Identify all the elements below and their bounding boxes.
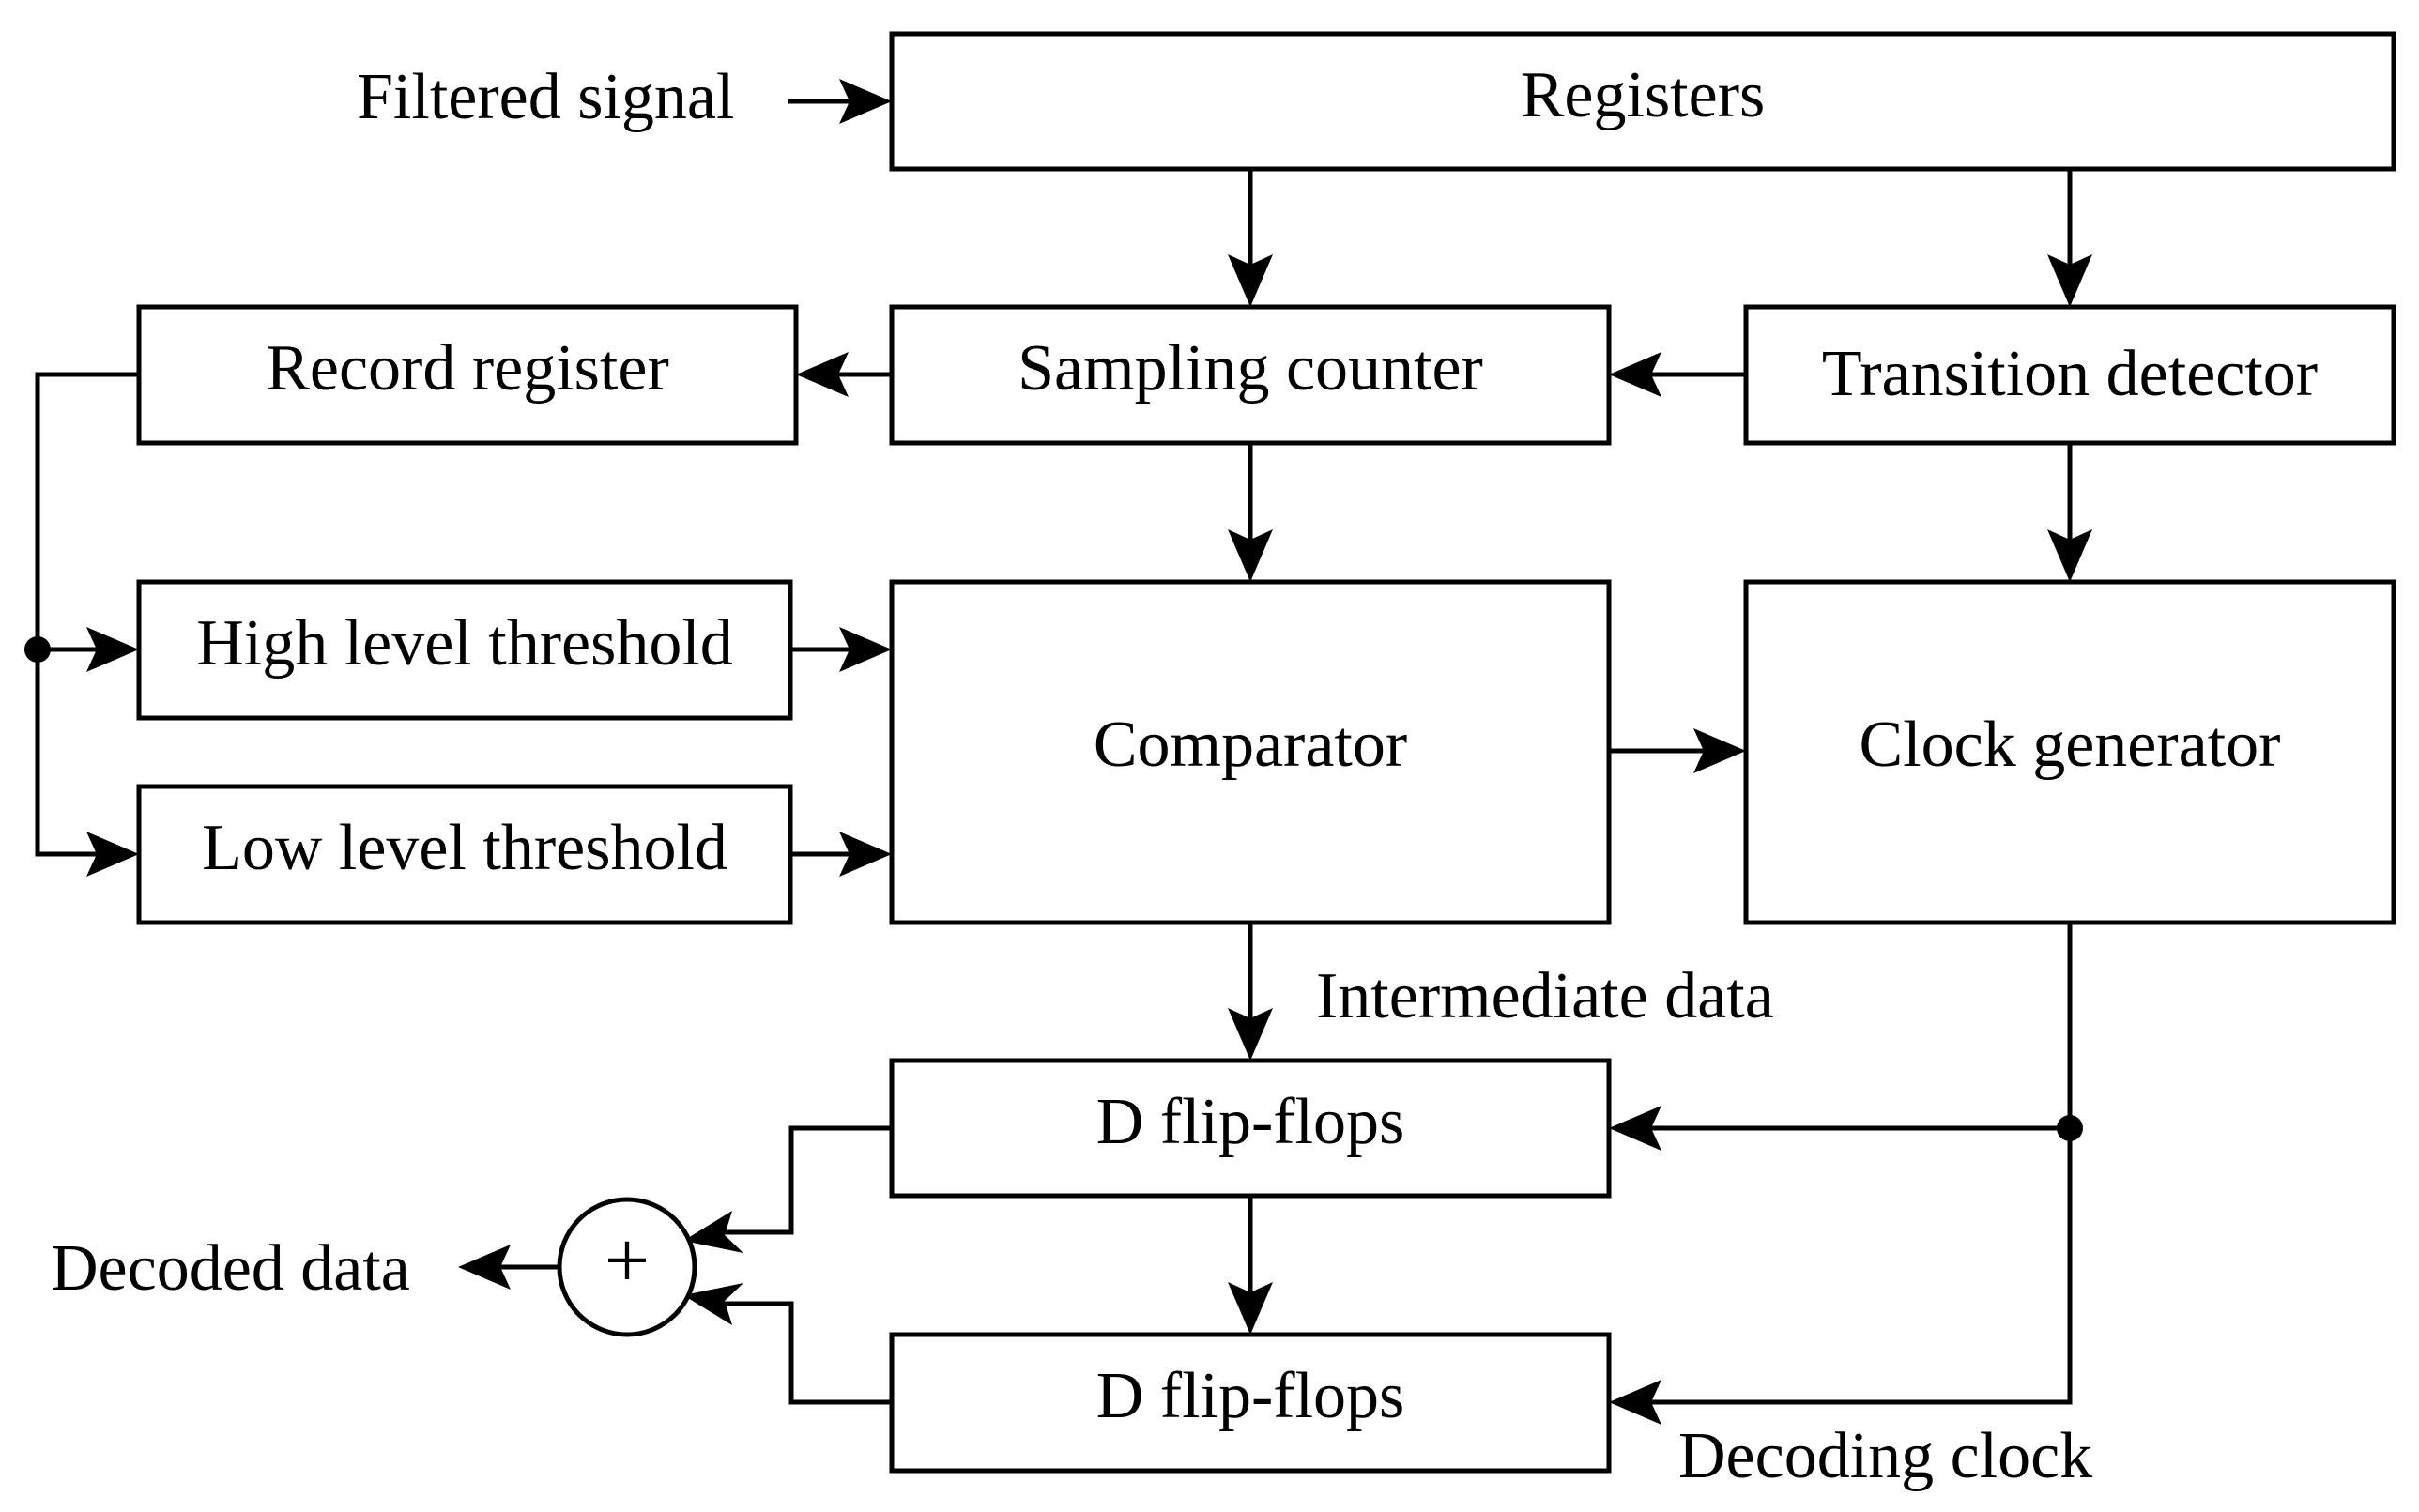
d-flip-flops-label-1: D flip-flops: [1096, 1086, 1405, 1158]
xor-gate: +: [557, 1197, 697, 1337]
flip-flops-to-xor-wires: [683, 1125, 892, 1405]
registers-to-sampling-counter-arrow: [1228, 169, 1273, 307]
high-level-threshold-block: High level threshold: [136, 579, 793, 721]
registers-to-transition-detector-arrow: [2047, 169, 2092, 307]
registers-label: Registers: [1521, 59, 1766, 131]
transition-detector-to-sampling-counter-arrow: [1609, 352, 1746, 397]
low-level-threshold-label: Low level threshold: [202, 812, 727, 884]
decoded-data-label: Decoded data: [51, 1232, 410, 1305]
xor-symbol: +: [605, 1215, 651, 1306]
junction-dot: [24, 636, 51, 663]
record-register-feedback-wire: [24, 372, 139, 877]
intermediate-data-label: Intermediate data: [1316, 960, 1774, 1032]
transition-detector-label: Transition detector: [1822, 338, 2318, 410]
flip-flops-chain-arrow: [1228, 1196, 1273, 1335]
comparator-to-flip-flops-arrow: [1228, 923, 1273, 1061]
record-register-block: Record register: [136, 304, 799, 446]
d-flip-flops-block-2: D flip-flops: [889, 1332, 1612, 1474]
record-register-label: Record register: [266, 332, 669, 405]
clock-generator-label: Clock generator: [1860, 709, 2281, 781]
d-flip-flops-block-1: D flip-flops: [889, 1058, 1612, 1199]
sampling-counter-block: Sampling counter: [889, 304, 1612, 446]
d-flip-flops-label-2: D flip-flops: [1096, 1360, 1405, 1432]
decoded-data-arrow: [458, 1245, 559, 1290]
filtered-signal-arrow: [788, 79, 892, 124]
comparator-label: Comparator: [1094, 709, 1407, 781]
junction-dot: [2057, 1115, 2083, 1141]
low-threshold-to-comparator-arrow: [790, 832, 892, 877]
comparator-block: Comparator: [889, 579, 1612, 925]
sampling-counter-to-comparator-arrow: [1228, 443, 1273, 582]
registers-block: Registers: [889, 31, 2396, 172]
high-threshold-to-comparator-arrow: [790, 627, 892, 672]
transition-detector-block: Transition detector: [1743, 304, 2396, 446]
low-level-threshold-block: Low level threshold: [136, 784, 793, 925]
comparator-to-clock-generator-arrow: [1609, 728, 1746, 773]
sampling-counter-to-record-register-arrow: [796, 352, 892, 397]
transition-detector-to-clock-generator-arrow: [2047, 443, 2092, 582]
sampling-counter-label: Sampling counter: [1018, 332, 1483, 405]
clock-generator-block: Clock generator: [1743, 579, 2396, 925]
filtered-signal-label: Filtered signal: [357, 61, 734, 133]
decoding-clock-label: Decoding clock: [1678, 1420, 2092, 1492]
high-level-threshold-label: High level threshold: [196, 607, 733, 680]
decoding-clock-wire: [1609, 923, 2083, 1425]
